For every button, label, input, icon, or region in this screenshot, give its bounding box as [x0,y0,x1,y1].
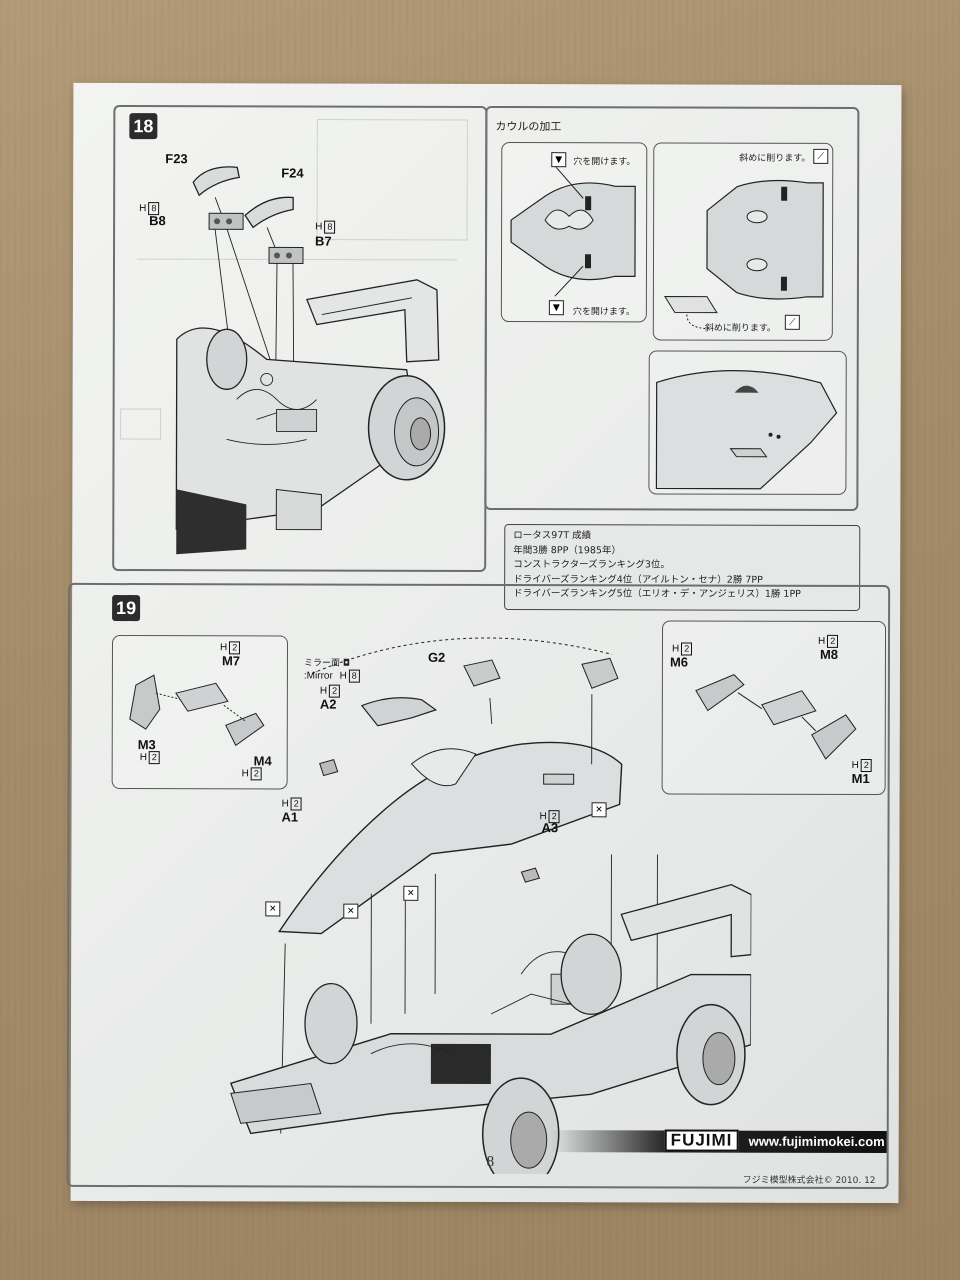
copyright-notice: フジミ模型株式会社© 2010. 12 [742,1175,876,1187]
part-label-f24: F24 [281,165,304,181]
mirror-icon: ◘ [342,658,350,669]
results-constructors: コンストラクターズランキング3位。 [513,559,670,571]
step-18-drawing [120,119,468,555]
step-19-drawing [229,637,752,1175]
shave-note-top: 斜めに削ります。 [739,153,811,164]
runner-letter: H [139,203,147,215]
results-title: ロータス97T 成績 [513,530,592,542]
glue-icon: ✕ [403,885,419,901]
drill-icon: ▼ [551,152,567,168]
front-wing-right-drawing [695,674,857,760]
part-label-b7: B7 [315,233,332,249]
glue-icon: ✕ [343,903,359,919]
website-url: www.fujimimokei.com [748,1133,885,1150]
mirror-en-label: :Mirror [303,670,333,682]
part-label-a2: A2 [319,696,337,712]
drill-note-top: 穴を開けます。 [573,157,636,168]
cowl-processing-title: カウルの加工 [495,120,562,134]
glue-icon: ✕ [591,802,607,818]
drill-holes-drawing [510,165,636,297]
part-label-f23: F23 [165,151,188,167]
runner-letter: H [339,670,347,682]
instruction-sheet: 18 [66,82,902,1204]
runner-number-box: 8 [324,220,336,234]
mirror-face-note: ミラー面 ◘ [304,656,350,669]
mirror-face-jp: ミラー面 [303,658,340,669]
runner-letter: H [139,752,147,764]
part-label-b8: B8 [149,213,166,229]
part-label-m3: M3 [137,737,156,753]
fujimi-logo: FUJIMI [664,1129,739,1152]
cowl-result-drawing [655,370,838,490]
step-19-badge: 19 [112,595,141,622]
part-label-m1: M1 [851,770,870,787]
rear-wing-left-drawing [129,674,265,747]
knife-icon: ⟋ [813,148,829,164]
part-label-m8: M8 [819,646,839,662]
runner-letter: H [281,798,289,810]
results-season: 年間3勝 8PP（1985年） [513,544,622,556]
part-label-g2: G2 [427,649,446,665]
drill-icon: ▼ [548,300,564,316]
part-label-a1: A1 [281,809,299,825]
part-label-a3: A3 [541,820,559,836]
runner-number-box: 8 [348,669,360,683]
runner-letter: H [315,221,323,233]
shave-drawing [664,179,824,330]
runner-letter: H [851,759,859,771]
page-number: 8 [486,1154,495,1171]
shave-note-bottom: 斜めに削ります。 [704,323,776,334]
runner-letter: H [817,635,826,647]
glue-icon: ✕ [265,901,281,917]
runner-letter: H [319,685,328,697]
runner-number-box: 2 [148,751,160,765]
drill-note-bottom: 穴を開けます。 [572,307,635,318]
knife-icon: ⟋ [784,314,800,330]
